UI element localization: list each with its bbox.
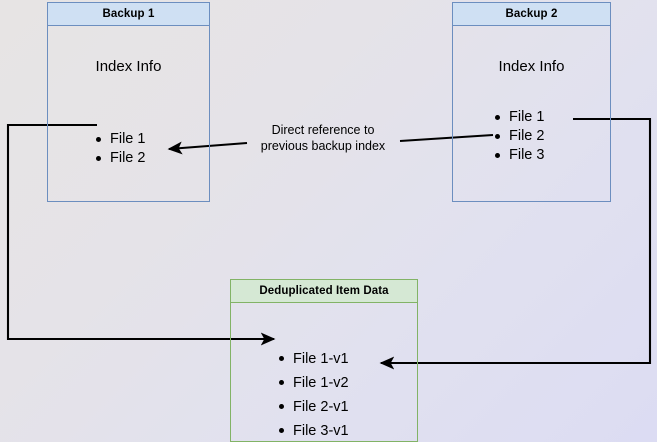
file-label: File 2 — [509, 128, 545, 144]
list-item: File 1 — [96, 130, 145, 149]
node-backup2-file-list: File 1 File 2 File 3 — [495, 108, 544, 165]
node-dedup-header: Deduplicated Item Data — [231, 280, 417, 303]
file-label: File 3 — [509, 147, 545, 163]
node-backup1-index-info-label: Index Info — [95, 58, 162, 75]
node-deduplicated-item-data[interactable]: Deduplicated Item Data File 1-v1 File 1-… — [230, 279, 418, 442]
node-backup2[interactable]: Backup 2 Index Info File 1 File 2 File 3 — [452, 2, 611, 202]
node-backup1[interactable]: Backup 1 Index Info File 1 File 2 — [47, 2, 210, 202]
file-label: File 1-v1 — [293, 351, 349, 367]
node-dedup-file-list: File 1-v1 File 1-v2 File 2-v1 File 3-v1 — [279, 347, 349, 443]
file-label: File 1 — [110, 131, 146, 147]
node-backup2-index-info-label: Index Info — [498, 58, 565, 75]
list-item: File 2-v1 — [279, 395, 349, 419]
node-backup1-file-list: File 1 File 2 — [96, 130, 145, 168]
list-item: File 1-v1 — [279, 347, 349, 371]
node-backup2-header: Backup 2 — [453, 3, 610, 26]
list-item: File 3-v1 — [279, 419, 349, 443]
node-backup2-body: Index Info File 1 File 2 File 3 — [453, 26, 610, 201]
list-item: File 2 — [495, 127, 544, 146]
list-item: File 3 — [495, 146, 544, 165]
node-backup1-header: Backup 1 — [48, 3, 209, 26]
edge-label-direct-reference: Direct reference to previous backup inde… — [248, 122, 398, 154]
file-label: File 2 — [110, 150, 146, 166]
edge-label-line-2: previous backup index — [260, 139, 386, 153]
edge-label-line-1: Direct reference to — [271, 123, 375, 137]
file-label: File 1 — [509, 109, 545, 125]
file-label: File 3-v1 — [293, 423, 349, 439]
node-backup1-body: Index Info File 1 File 2 — [48, 26, 209, 201]
file-label: File 1-v2 — [293, 375, 349, 391]
list-item: File 2 — [96, 149, 145, 168]
node-dedup-body: File 1-v1 File 1-v2 File 2-v1 File 3-v1 — [231, 303, 417, 441]
list-item: File 1 — [495, 108, 544, 127]
list-item: File 1-v2 — [279, 371, 349, 395]
file-label: File 2-v1 — [293, 399, 349, 415]
